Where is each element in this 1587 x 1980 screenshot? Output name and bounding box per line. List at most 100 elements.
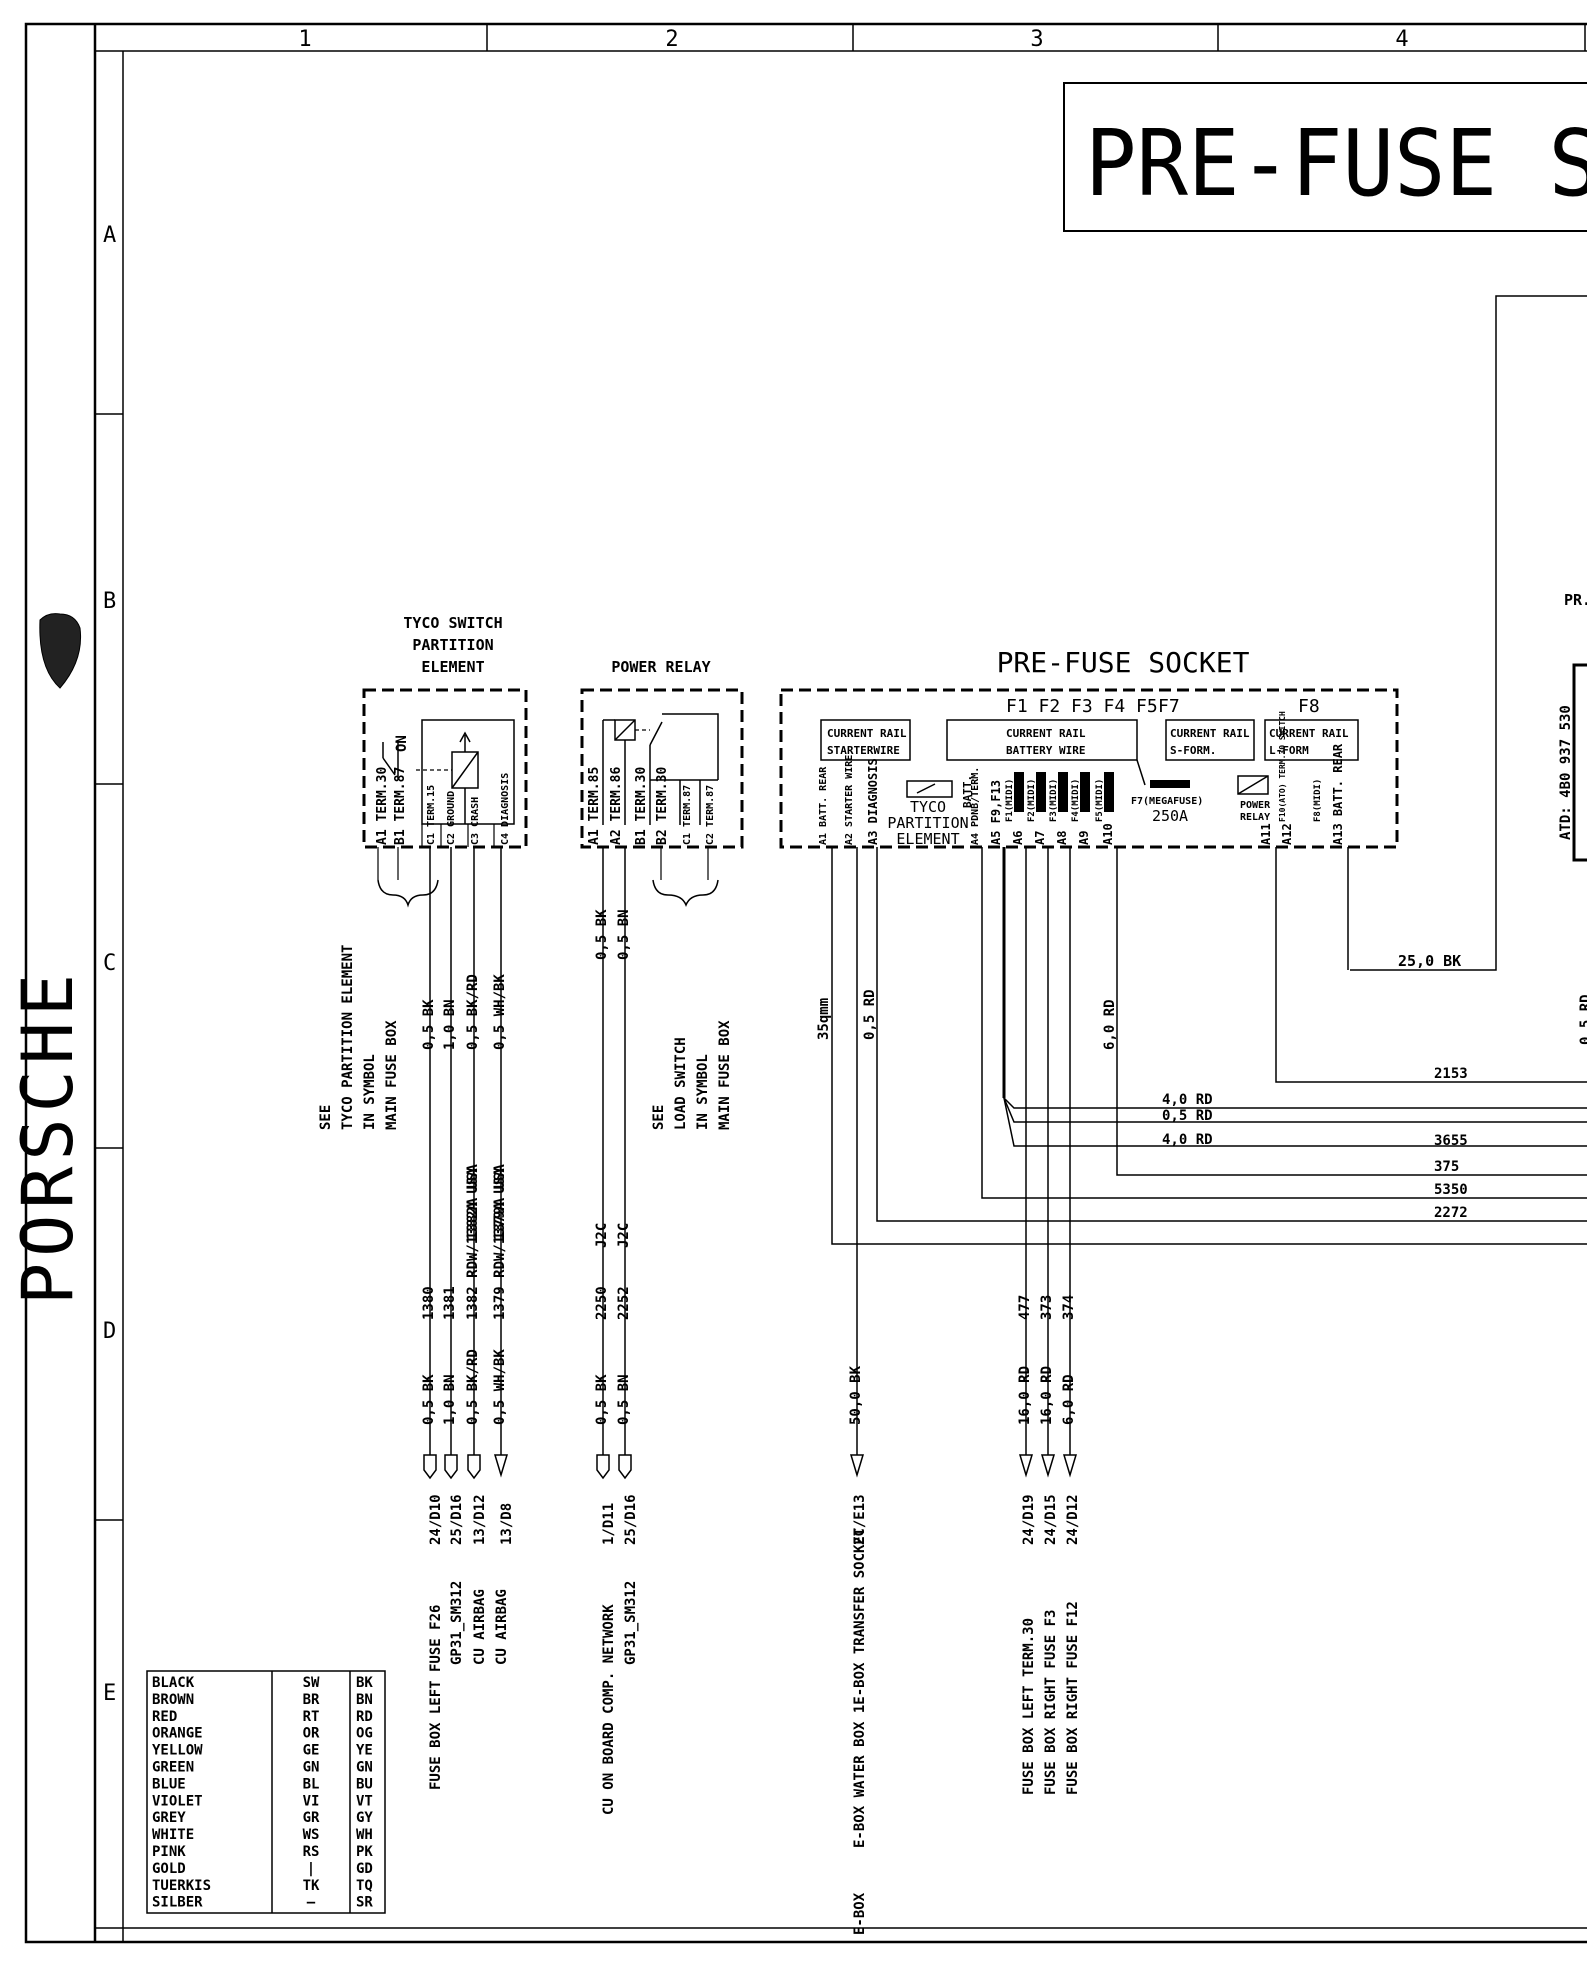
legend-cell: GN — [303, 1760, 320, 1776]
relay-pin-c1: C1 TERM.87 — [682, 785, 693, 845]
page-title: PRE-FUSE S — [1085, 110, 1587, 217]
wire-label-a10: 6,0 RD — [1102, 999, 1118, 1050]
fuse-tag-f4: F4(MIDI) — [1071, 779, 1081, 822]
pfs-pin-a4: A4 PDNB/TERM. — [970, 767, 981, 845]
tyco-ref-4: 13/D8 — [499, 1503, 515, 1545]
crest-icon — [39, 613, 82, 689]
wire-label-25bk: 25,0 BK — [1398, 952, 1461, 970]
relay-wire-bottom-2: 0,5 BN — [616, 1374, 632, 1425]
right-edge-wire-frame — [1350, 295, 1587, 971]
legend-cell: BLUE — [152, 1776, 186, 1792]
megafuse-rating: 250A — [1152, 807, 1188, 825]
fuse-dest-3: FUSE BOX RIGHT FUSE F12 — [1065, 1601, 1081, 1795]
row-label-d: D — [103, 1319, 116, 1344]
wire-id-3655: 3655 — [1434, 1133, 1468, 1149]
fuse-wire-bottom-2: 16,0 RD — [1039, 1366, 1055, 1425]
legend-cell: GOLD — [152, 1861, 186, 1877]
legend-cell: TQ — [356, 1878, 373, 1894]
legend-cell: GD — [356, 1861, 373, 1877]
legend-cell: BROWN — [152, 1692, 194, 1708]
tyco-see-line-2: TYCO PARTITION ELEMENT — [340, 945, 356, 1130]
lform-box-line-2: L-FORM — [1269, 744, 1309, 757]
pfs-pin-a3: A3 DIAGNOSIS — [866, 758, 880, 845]
tyco-pin-b1: B1 TERM.87 — [393, 767, 408, 845]
legend-cell: BL — [303, 1776, 320, 1792]
relay-see-line-4: MAIN FUSE BOX — [717, 1020, 733, 1130]
wire-id-5350: 5350 — [1434, 1182, 1468, 1198]
tyco-title-3: ELEMENT — [421, 658, 484, 676]
legend-cell: RED — [152, 1709, 177, 1725]
tyco-dest-4: CU AIRBAG — [494, 1589, 510, 1665]
legend-cell: VIOLET — [152, 1793, 203, 1809]
tyco-see-note: SEE TYCO PARTITION ELEMENT IN SYMBOL MAI… — [318, 945, 400, 1130]
tyco-pin-c3: C3 CRASH — [470, 797, 481, 845]
tyco-wire-id-1: 1380 — [421, 1286, 437, 1320]
inner-relay-line-1: POWER — [1240, 800, 1271, 811]
legend-cell: RS — [303, 1844, 320, 1860]
tyco-wire-id-3: 1382 RDW/1382A USA — [465, 1168, 481, 1320]
inner-tyco-line-1: TYCO — [910, 798, 946, 816]
tyco-see-line-3: IN SYMBOL — [362, 1054, 378, 1130]
relay-splice-2: J2C — [616, 1223, 632, 1248]
pfs-pin-a6: A6 — [1011, 831, 1025, 845]
fuse-ref-2: 24/D15 — [1043, 1494, 1059, 1545]
wire-id-2272: 2272 — [1434, 1205, 1468, 1221]
wire-label-mid-3: 4,0 RD — [1162, 1132, 1213, 1148]
wire-label-a3: 0,5 RD — [862, 989, 878, 1040]
fuse-tag-f1: F1(MIDI) — [1005, 779, 1015, 822]
tyco-wire-top-3: 0,5 BK/RD — [465, 974, 481, 1050]
pfs-pin-a11: A11 — [1259, 823, 1273, 845]
relay-pin-b1: B1 TERM.30 — [634, 767, 649, 845]
grid-labels: 1 2 3 4 A B C D E — [103, 27, 1409, 1706]
fuse-tag-a12: F10(ATO) TERM.30 SWITCH — [1278, 711, 1287, 822]
column-label-4: 4 — [1395, 27, 1408, 52]
tyco-ref-1: 24/D10 — [428, 1494, 444, 1545]
column-label-3: 3 — [1030, 27, 1043, 52]
tyco-pin-c4: C4 DIAGNOSIS — [500, 773, 511, 845]
legend-cell: PINK — [152, 1844, 186, 1860]
pfs-pin-a10: A10 — [1101, 823, 1115, 845]
relay-pin-b2: B2 TERM.30 — [655, 767, 670, 845]
fuse-header-f8: F8 — [1298, 696, 1320, 717]
tyco-wire-id-2: 1381 — [442, 1286, 458, 1320]
relay-ref-1: 1/D11 — [601, 1503, 617, 1545]
fuse-wire-id-373: 373 — [1039, 1295, 1055, 1320]
sform-box-line-2: S-FORM. — [1170, 744, 1216, 757]
power-relay-title: POWER RELAY — [611, 658, 710, 676]
porsche-logo: PORSCHE — [7, 613, 89, 1305]
drawing-frame — [24, 22, 1587, 1944]
fuse-wire-bottom-3: 6,0 RD — [1061, 1374, 1077, 1425]
legend-cell: GY — [356, 1810, 373, 1826]
tyco-wire-usa-4: 1379A USA — [492, 1164, 508, 1240]
right-edge-component — [1572, 663, 1587, 862]
relay-splice-1: J2C — [594, 1223, 610, 1248]
row-label-c: C — [103, 951, 116, 976]
relay-dest-2: GP31_SM312 — [623, 1581, 639, 1665]
fuse-wire-bottom-1: 16,0 RD — [1017, 1366, 1033, 1425]
pfs-pin-a2: A2 STARTER WIRE — [844, 755, 855, 845]
wire-label-mid-1: 4,0 RD — [1162, 1092, 1213, 1108]
tyco-pin-c2: C2 GROUND — [446, 791, 457, 845]
pfs-pin-a5: A5 F9,F13 — [989, 780, 1003, 845]
tyco-title-2: PARTITION — [412, 636, 493, 654]
legend-cell: SW — [303, 1675, 320, 1691]
tyco-ref-3: 13/D12 — [472, 1494, 488, 1545]
legend-cell: SR — [356, 1895, 373, 1911]
relay-dest-1: CU ON BOARD COMP. NETWORK — [601, 1604, 617, 1815]
ebox-ref: 2C/E13 — [852, 1494, 868, 1545]
legend-cell: GR — [303, 1810, 320, 1826]
tyco-see-line-4: MAIN FUSE BOX — [384, 1020, 400, 1130]
tyco-wire-usa-3: 1382A USA — [465, 1164, 481, 1240]
tyco-pin-c1: C1 TERM.15 — [426, 785, 437, 845]
legend-cell: BK — [356, 1675, 373, 1691]
pre-fuse-socket-title: PRE-FUSE SOCKET — [997, 646, 1250, 679]
fuse-tag-f2: F2(MIDI) — [1027, 779, 1037, 822]
legend-cell: OR — [303, 1726, 320, 1742]
tyco-dest-3: CU AIRBAG — [472, 1589, 488, 1665]
inner-tyco-line-2: PARTITION — [887, 814, 968, 832]
legend-cell: OG — [356, 1726, 373, 1742]
row-label-a: A — [103, 223, 116, 248]
fuse-header-f1-f5: F1 F2 F3 F4 F5 — [1006, 696, 1158, 717]
legend-cell: WS — [303, 1827, 320, 1843]
